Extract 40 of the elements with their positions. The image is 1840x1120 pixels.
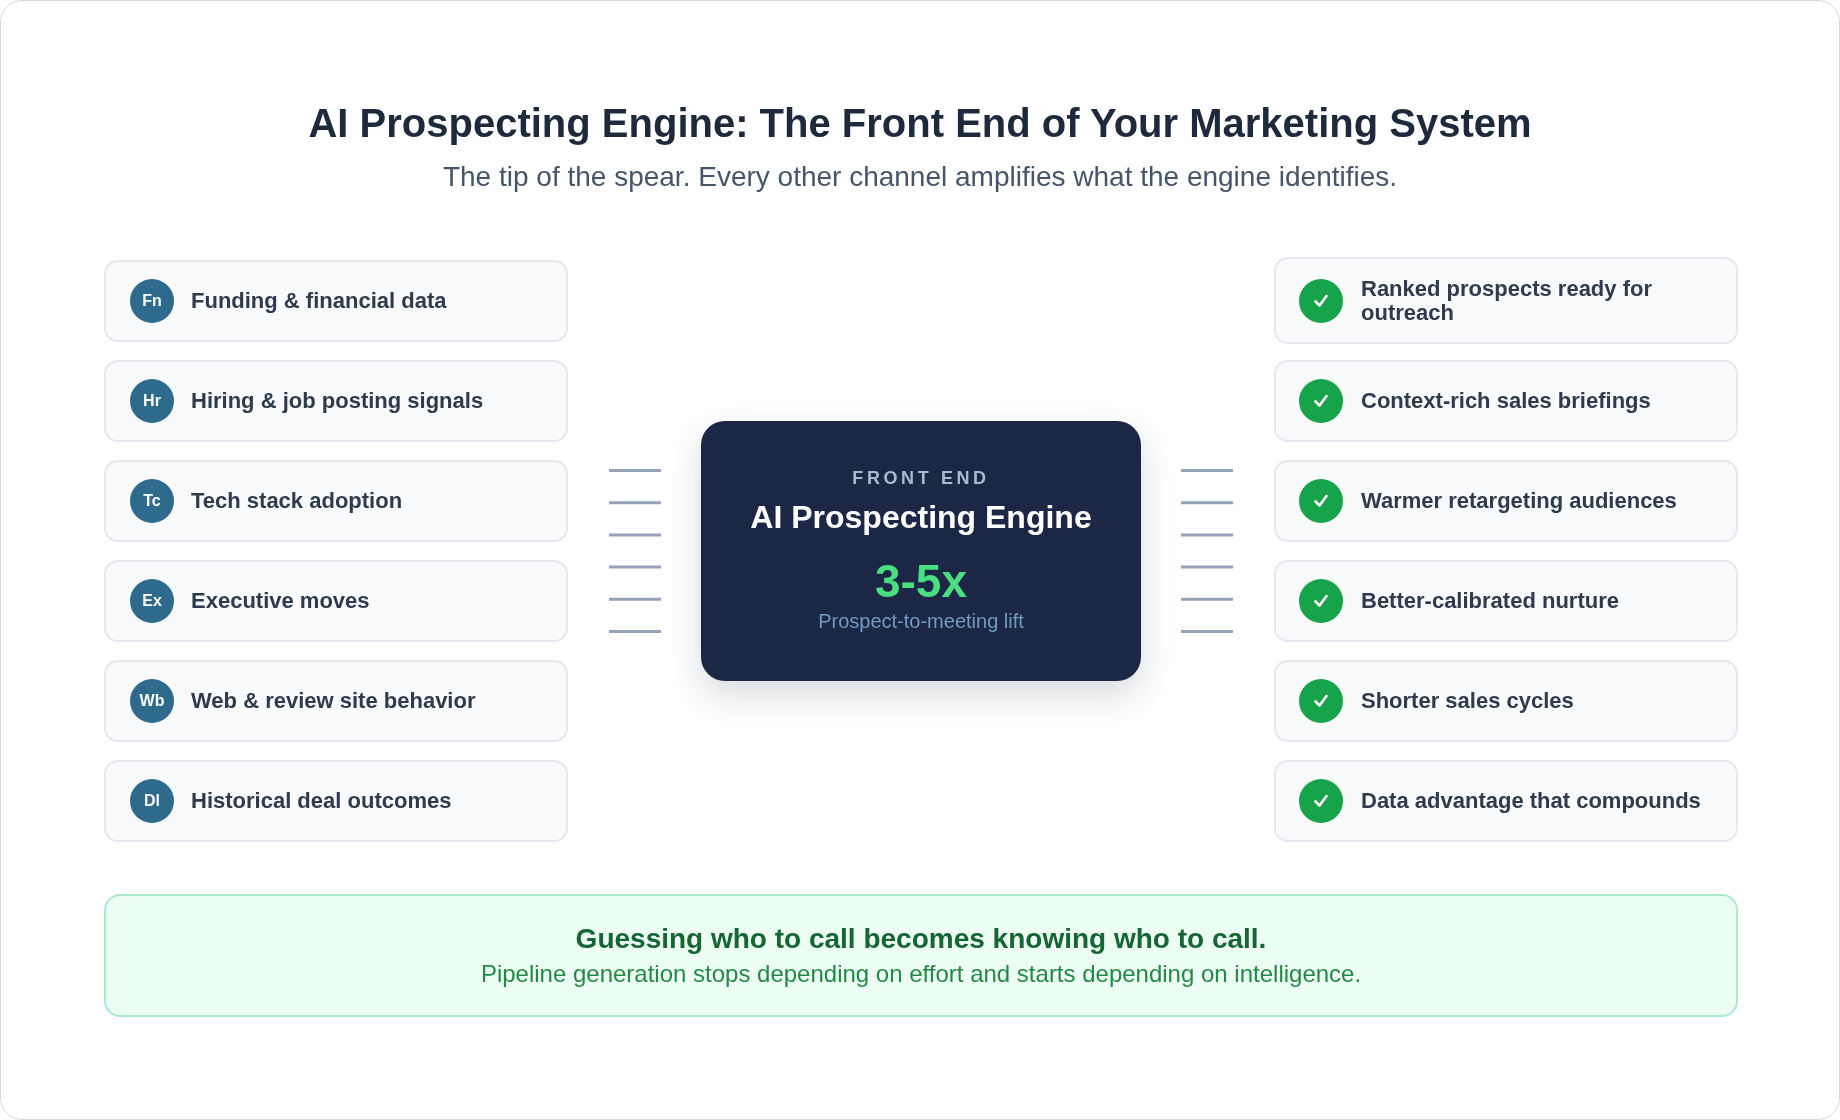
initials-badge: Ex: [130, 579, 174, 623]
diagram-subtitle: The tip of the spear. Every other channel amplifies what the engine identifies.: [442, 160, 1398, 194]
stat-caption: Prospect-to-meeting lift: [818, 609, 1024, 633]
input-card: [104, 360, 568, 442]
eyebrow-label: FRONT END: [852, 467, 990, 489]
input-label: Executive moves: [191, 589, 370, 613]
input-label: Hiring & job posting signals: [191, 389, 484, 413]
stat-value: 3-5x: [874, 555, 968, 607]
initials-badge: Wb: [130, 679, 174, 723]
initials-badge: Fn: [130, 279, 174, 323]
input-card: [104, 260, 568, 342]
outcome-label: Better-calibrated nurture: [1361, 589, 1619, 613]
engine-card: [701, 421, 1141, 681]
outcome-label: Warmer retargeting audiences: [1361, 489, 1677, 513]
outcome-card: [1274, 660, 1738, 742]
outcome-card: [1274, 257, 1738, 344]
input-card: [104, 660, 568, 742]
outcome-label: Shorter sales cycles: [1361, 689, 1574, 713]
outcome-label: Data advantage that compounds: [1361, 789, 1701, 813]
engine-title: AI Prospecting Engine: [750, 498, 1092, 536]
outcome-card: [1274, 560, 1738, 642]
outcome-label: Ranked prospects ready for outreach: [1361, 276, 1653, 325]
initials-badge: Dl: [130, 779, 174, 823]
initials-badge: Tc: [130, 479, 174, 523]
summary-heading: Guessing who to call becomes knowing who to call.: [575, 922, 1267, 956]
outcome-label: Context-rich sales briefings: [1361, 389, 1651, 413]
input-label: Historical deal outcomes: [191, 789, 452, 813]
diagram-title: AI Prospecting Engine: The Front End of Your Marketing System: [308, 100, 1532, 147]
outcome-card: [1274, 760, 1738, 842]
input-card: [104, 460, 568, 542]
summary-banner: [104, 894, 1738, 1017]
outcome-card: [1274, 460, 1738, 542]
input-card: [104, 560, 568, 642]
input-label: Tech stack adoption: [191, 489, 403, 513]
input-label: Web & review site behavior: [191, 689, 476, 713]
input-label: Funding & financial data: [191, 289, 447, 313]
summary-text: Pipeline generation stops depending on effort and starts depending on intelligence.: [480, 960, 1362, 988]
outcome-card: [1274, 360, 1738, 442]
initials-badge: Hr: [130, 379, 174, 423]
input-card: [104, 760, 568, 842]
